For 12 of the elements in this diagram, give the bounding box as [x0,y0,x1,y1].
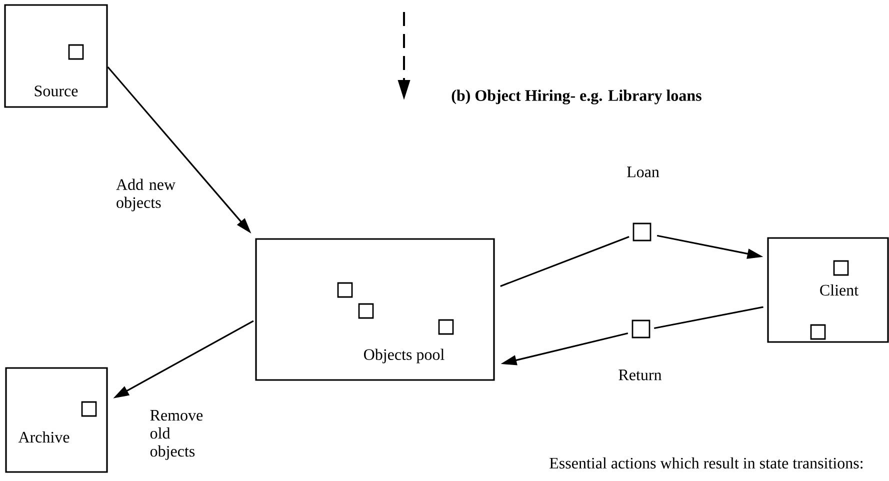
action-label: Loan [627,166,660,178]
title: (b) Object Hiring- e.g. Library loans [452,90,702,104]
edge-label: Add new objects [115,178,179,212]
object-icon [632,222,652,242]
object-box: Source [4,4,108,108]
object-box: Client [767,237,889,343]
action-label: Return [618,370,662,380]
note: Essential actions which result in state transitions: [550,457,862,469]
object-icon [632,320,650,338]
edge-label: Remove old objects [148,409,213,461]
object-box: Archive [5,367,108,473]
object-box: Objects pool [255,238,495,381]
